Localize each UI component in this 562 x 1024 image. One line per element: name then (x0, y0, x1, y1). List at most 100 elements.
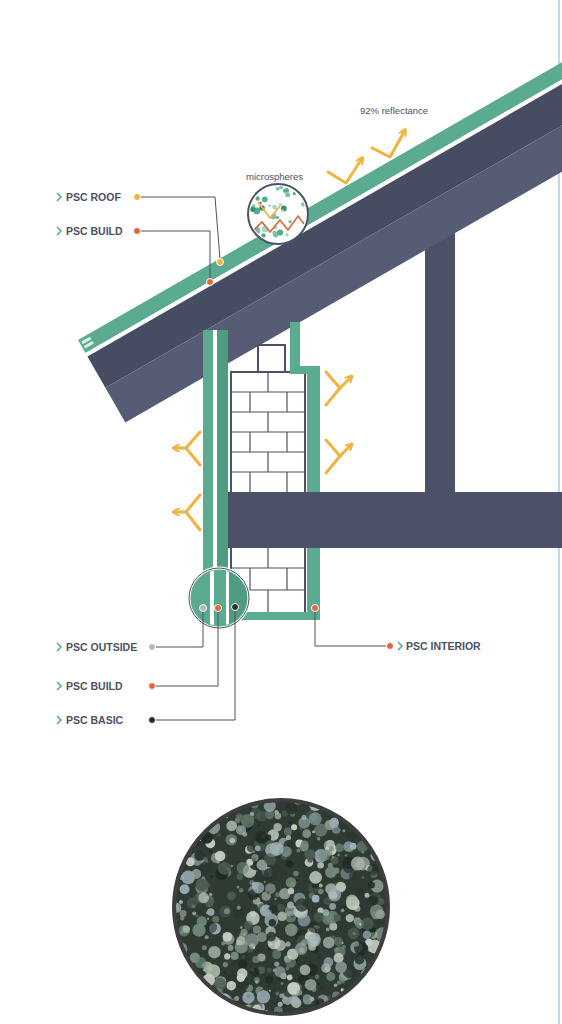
micrograph-particle (288, 888, 294, 894)
micrograph-particle (237, 906, 241, 910)
truss-post (425, 220, 455, 500)
wall-detail-circle (189, 560, 249, 640)
micrograph-particle (297, 849, 301, 853)
microsphere-dot (261, 233, 266, 238)
micrograph-particle (285, 942, 290, 947)
micrograph-particle (325, 866, 337, 878)
micrograph-particle (365, 893, 370, 898)
micrograph-particle (291, 996, 300, 1005)
micrograph-particle (178, 925, 189, 936)
micrograph (168, 794, 391, 1020)
micrograph-particle (275, 813, 282, 820)
micrograph-particle (317, 837, 321, 841)
micrograph-particle (196, 878, 209, 891)
micrograph-particle (354, 905, 360, 911)
micrograph-particle (231, 865, 234, 868)
micrograph-particle (192, 869, 202, 879)
microsphere-dot (253, 234, 256, 237)
micrograph-particle (224, 908, 230, 914)
micrograph-particle (251, 854, 258, 861)
logo-mark (84, 341, 94, 349)
micrograph-particle (253, 851, 255, 853)
micrograph-particle (202, 945, 207, 950)
microsphere-dot (281, 206, 287, 212)
micrograph-particle (256, 833, 268, 845)
micrograph-particle (272, 950, 281, 959)
micrograph-particle (312, 895, 320, 903)
micrograph-particle (334, 983, 338, 987)
micrograph-particle (314, 824, 327, 837)
micrograph-particle (329, 846, 334, 851)
micrograph-particle (286, 860, 293, 867)
micrograph-particle (353, 932, 356, 935)
micrograph-particle (351, 857, 365, 871)
micrograph-particle (270, 905, 278, 913)
micrograph-particle (296, 879, 298, 881)
micrograph-particle (341, 908, 345, 912)
microsphere-dot (252, 204, 255, 207)
micrograph-particle (237, 974, 245, 982)
product-label: PSC INTERIOR (406, 640, 481, 653)
micrograph-particle (231, 952, 239, 960)
product-label: PSC BASIC (66, 714, 123, 727)
micrograph-particle (207, 883, 211, 887)
micrograph-particle (315, 974, 320, 979)
microsphere-dot (285, 233, 288, 236)
micrograph-particle (227, 981, 237, 991)
micrograph-particle (367, 864, 378, 875)
micrograph-particle (266, 932, 276, 942)
micrograph-particle (332, 856, 335, 859)
micrograph-particle (230, 838, 235, 843)
micrograph-particle (265, 914, 279, 928)
micrograph-particle (329, 903, 336, 910)
micrograph-particle (342, 829, 345, 832)
micrograph-particle (206, 922, 217, 933)
micrograph-particle (205, 935, 209, 939)
micrograph-particle (270, 842, 284, 856)
micrograph-particle (276, 992, 280, 996)
micrograph-particle (237, 874, 244, 881)
microsphere-dot (285, 192, 290, 197)
micrograph-particle (319, 985, 325, 991)
micrograph-particle (309, 871, 322, 884)
micrograph-particle (236, 936, 245, 945)
microsphere-dot (264, 238, 266, 240)
micrograph-particle (183, 926, 190, 933)
micrograph-particle (317, 983, 320, 986)
micrograph-particle (302, 829, 311, 838)
micrograph-particle (235, 819, 240, 824)
roof-rafter (105, 79, 562, 422)
micrograph-particle (290, 882, 296, 888)
micrograph-particle (325, 967, 330, 972)
micrograph-particle (317, 956, 320, 959)
micrograph-particle (235, 818, 238, 821)
micrograph-particle (227, 891, 236, 900)
micrograph-particle (255, 845, 261, 851)
micrograph-particle (254, 977, 260, 983)
micrograph-particle (346, 914, 354, 922)
micrograph-particle (300, 965, 311, 976)
micrograph-particle (284, 827, 292, 835)
microspheres-label: microspheres (246, 171, 303, 182)
product-label: PSC BUILD (66, 225, 123, 238)
micrograph-particle (179, 900, 183, 904)
micrograph-particle (337, 854, 340, 857)
micrograph-particle (196, 914, 199, 917)
micrograph-particle (287, 975, 293, 981)
micrograph-particle (281, 982, 284, 985)
micrograph-particle (265, 976, 273, 984)
micrograph-particle (209, 850, 212, 853)
micrograph-particle (317, 862, 324, 869)
micrograph-particle (265, 883, 276, 894)
micrograph-particle (278, 1002, 283, 1007)
microsphere-dot (283, 189, 287, 193)
micrograph-particle (218, 862, 231, 875)
micrograph-particle (319, 849, 331, 861)
micrograph-particle (231, 974, 237, 980)
micrograph-particle (237, 886, 240, 889)
micrograph-particle (238, 960, 247, 969)
micrograph-particle (361, 918, 374, 931)
micrograph-particle (375, 910, 385, 920)
micrograph-particle (368, 895, 378, 905)
micrograph-particle (221, 942, 225, 946)
